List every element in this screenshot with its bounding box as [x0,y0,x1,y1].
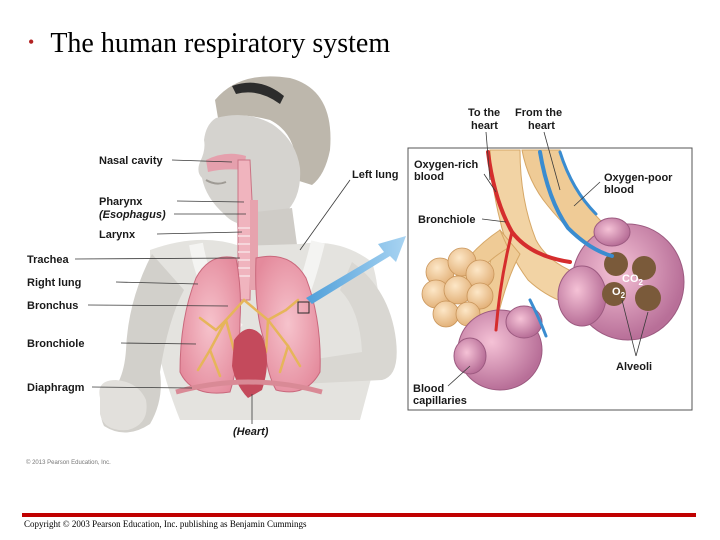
label-capillaries-line1: Blood [413,383,444,395]
capillary-cluster-lower [453,305,543,391]
anatomy-overlay [175,153,323,398]
label-from-heart-line2: heart [528,120,555,132]
label-oxygen-poor-line2: blood [604,184,634,196]
label-oxygen-poor-line1: Oxygen-poor [604,172,673,184]
label-right-lung: Right lung [27,277,81,289]
label-o2: O2 [612,286,626,300]
label-from-heart-line1: From the [515,107,562,119]
label-trachea: Trachea [27,254,69,266]
label-heart: (Heart) [233,426,269,438]
label-bronchus: Bronchus [27,300,78,312]
label-nasal-cavity: Nasal cavity [99,155,163,167]
label-diaphragm: Diaphragm [27,382,85,394]
slide-title: • The human respiratory system [28,28,390,60]
label-to-heart-line2: heart [471,120,498,132]
title-bullet: • [28,32,35,52]
label-capillaries-line2: capillaries [413,395,467,407]
label-co2: CO2 [622,273,644,287]
footer-divider [22,513,696,517]
label-esophagus: (Esophagus) [99,209,166,221]
label-to-heart-line1: To the [468,107,500,119]
leader-lines [74,159,351,424]
label-left-lung: Left lung [352,169,398,181]
label-alveoli: Alveoli [616,361,652,373]
label-oxygen-rich-line1: Oxygen-rich [414,159,478,171]
title-text: The human respiratory system [50,28,391,59]
alveoli-inset: CO2 O2 To the heart From the heart Oxyge… [407,107,693,411]
label-bronchiole: Bronchiole [27,338,84,350]
label-larynx: Larynx [99,229,136,241]
copyright-notice: Copyright © 2003 Pearson Education, Inc.… [24,519,307,529]
figure-credit: © 2013 Pearson Education, Inc. [26,459,111,466]
zoom-arrow [306,236,406,304]
label-oxygen-rich-line2: blood [414,171,444,183]
label-pharynx: Pharynx [99,196,143,208]
label-inset-bronchiole: Bronchiole [418,214,475,226]
